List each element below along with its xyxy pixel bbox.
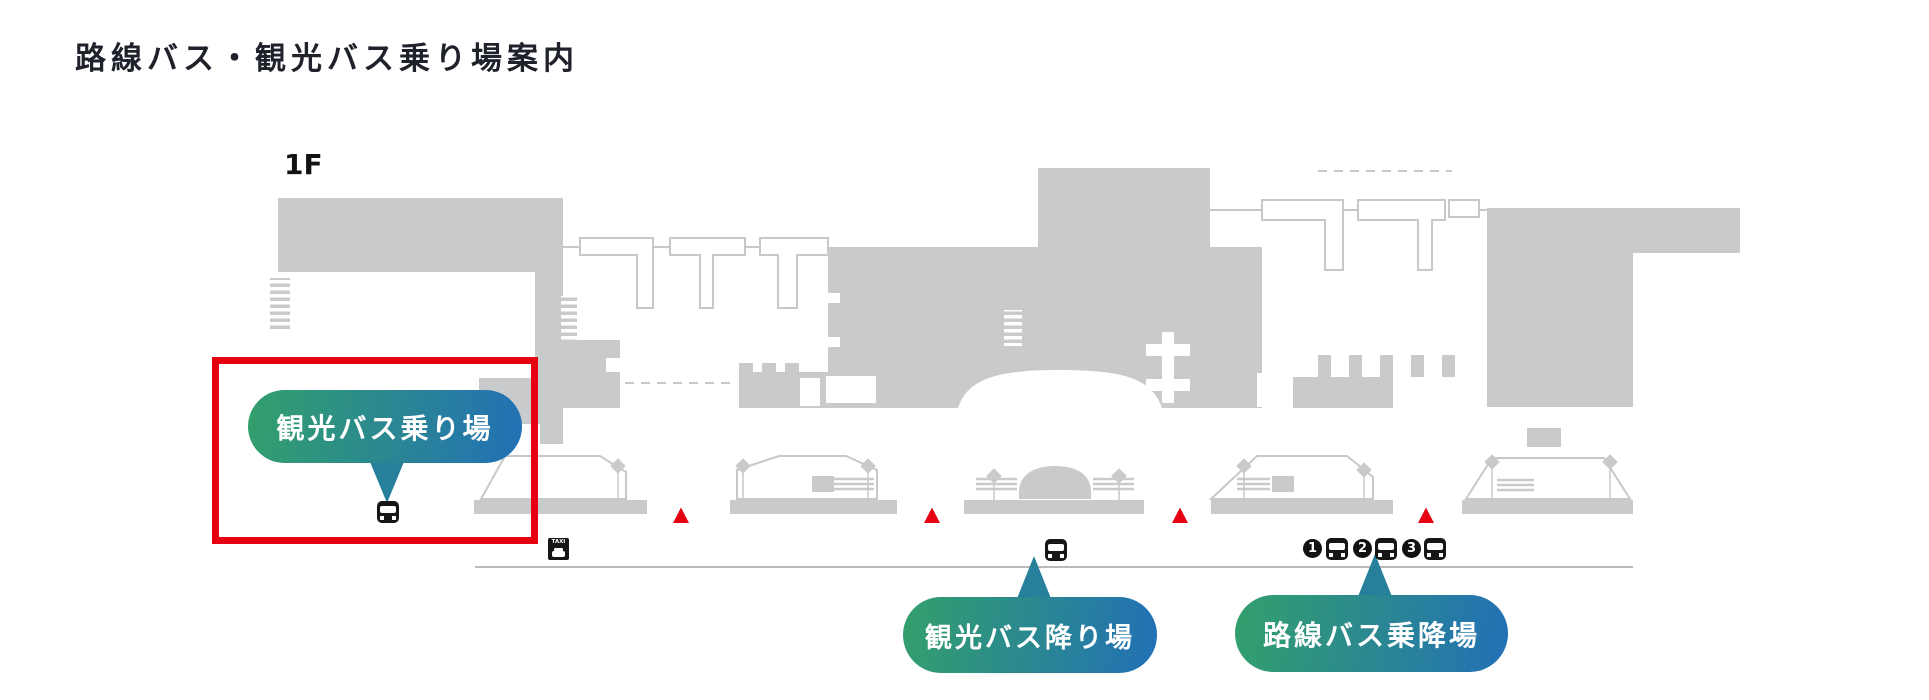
- platform-canopy: [736, 455, 878, 500]
- crossing-triangle: [1418, 507, 1434, 523]
- shop-unit: [1411, 355, 1424, 377]
- floor-label: 1F: [284, 148, 323, 181]
- platform-bar: [1211, 500, 1393, 514]
- lamp-diamond: [986, 468, 1002, 484]
- lamp-diamond: [1356, 462, 1372, 478]
- shop-unit: [1349, 355, 1362, 377]
- platform-bar: [474, 500, 647, 514]
- platform-bar: [964, 500, 1144, 514]
- badge-sightseeing-bus-boarding: 観光バス乗り場: [248, 390, 522, 463]
- lamp-diamond: [1602, 454, 1618, 470]
- gate-structure: [669, 237, 746, 309]
- shop-unit: [1442, 355, 1455, 377]
- taxi-label: TAXI: [551, 538, 566, 545]
- badge-tail-up: [1357, 554, 1393, 599]
- badge-tail-down: [368, 457, 406, 503]
- central-dome: [1019, 466, 1091, 499]
- taxi-stand-icon: TAXI: [548, 538, 569, 560]
- shop-unit: [1318, 355, 1331, 377]
- crossing-triangle: [924, 507, 940, 523]
- crossing-triangle: [673, 507, 689, 523]
- stop-number-1: 1: [1303, 539, 1322, 558]
- stairs-hatch-mid: [561, 296, 577, 340]
- bus-stop-icon: [1424, 538, 1446, 560]
- gate-structure: [759, 237, 829, 309]
- gate-structure: [1261, 199, 1344, 271]
- bus-stop-icon: [1326, 538, 1348, 560]
- platform-bar: [1462, 500, 1633, 514]
- east-wing: [1487, 208, 1740, 407]
- stairs-hatch-central: [1004, 310, 1022, 346]
- bus-stop-icon: [1375, 538, 1397, 560]
- page-title: 路線バス・観光バス乗り場案内: [75, 41, 579, 77]
- shop-unit: [1380, 355, 1393, 377]
- stairs-hatch-left: [270, 278, 290, 330]
- badge-route-bus-stop: 路線バス乗降場: [1235, 595, 1508, 672]
- lamp-diamond: [1236, 458, 1252, 474]
- lamp-diamond: [1484, 454, 1500, 470]
- highlight-box: [212, 357, 538, 544]
- crossing-markers: [673, 507, 1434, 523]
- bus-stop-icon: [377, 501, 399, 523]
- lamp-diamond: [1111, 468, 1127, 484]
- gate-structure: [1357, 199, 1446, 271]
- stop-number-2: 2: [1353, 539, 1372, 558]
- crossing-triangle: [1172, 507, 1188, 523]
- platform-bar: [730, 500, 897, 514]
- bus-stop-icon: [1045, 539, 1067, 561]
- boarding-platforms: [474, 454, 1633, 514]
- badge-tail-up: [1016, 556, 1052, 601]
- gate-structure: [579, 237, 654, 309]
- badge-sightseeing-bus-dropoff: 観光バス降り場: [903, 597, 1157, 673]
- stop-number-3: 3: [1402, 539, 1421, 558]
